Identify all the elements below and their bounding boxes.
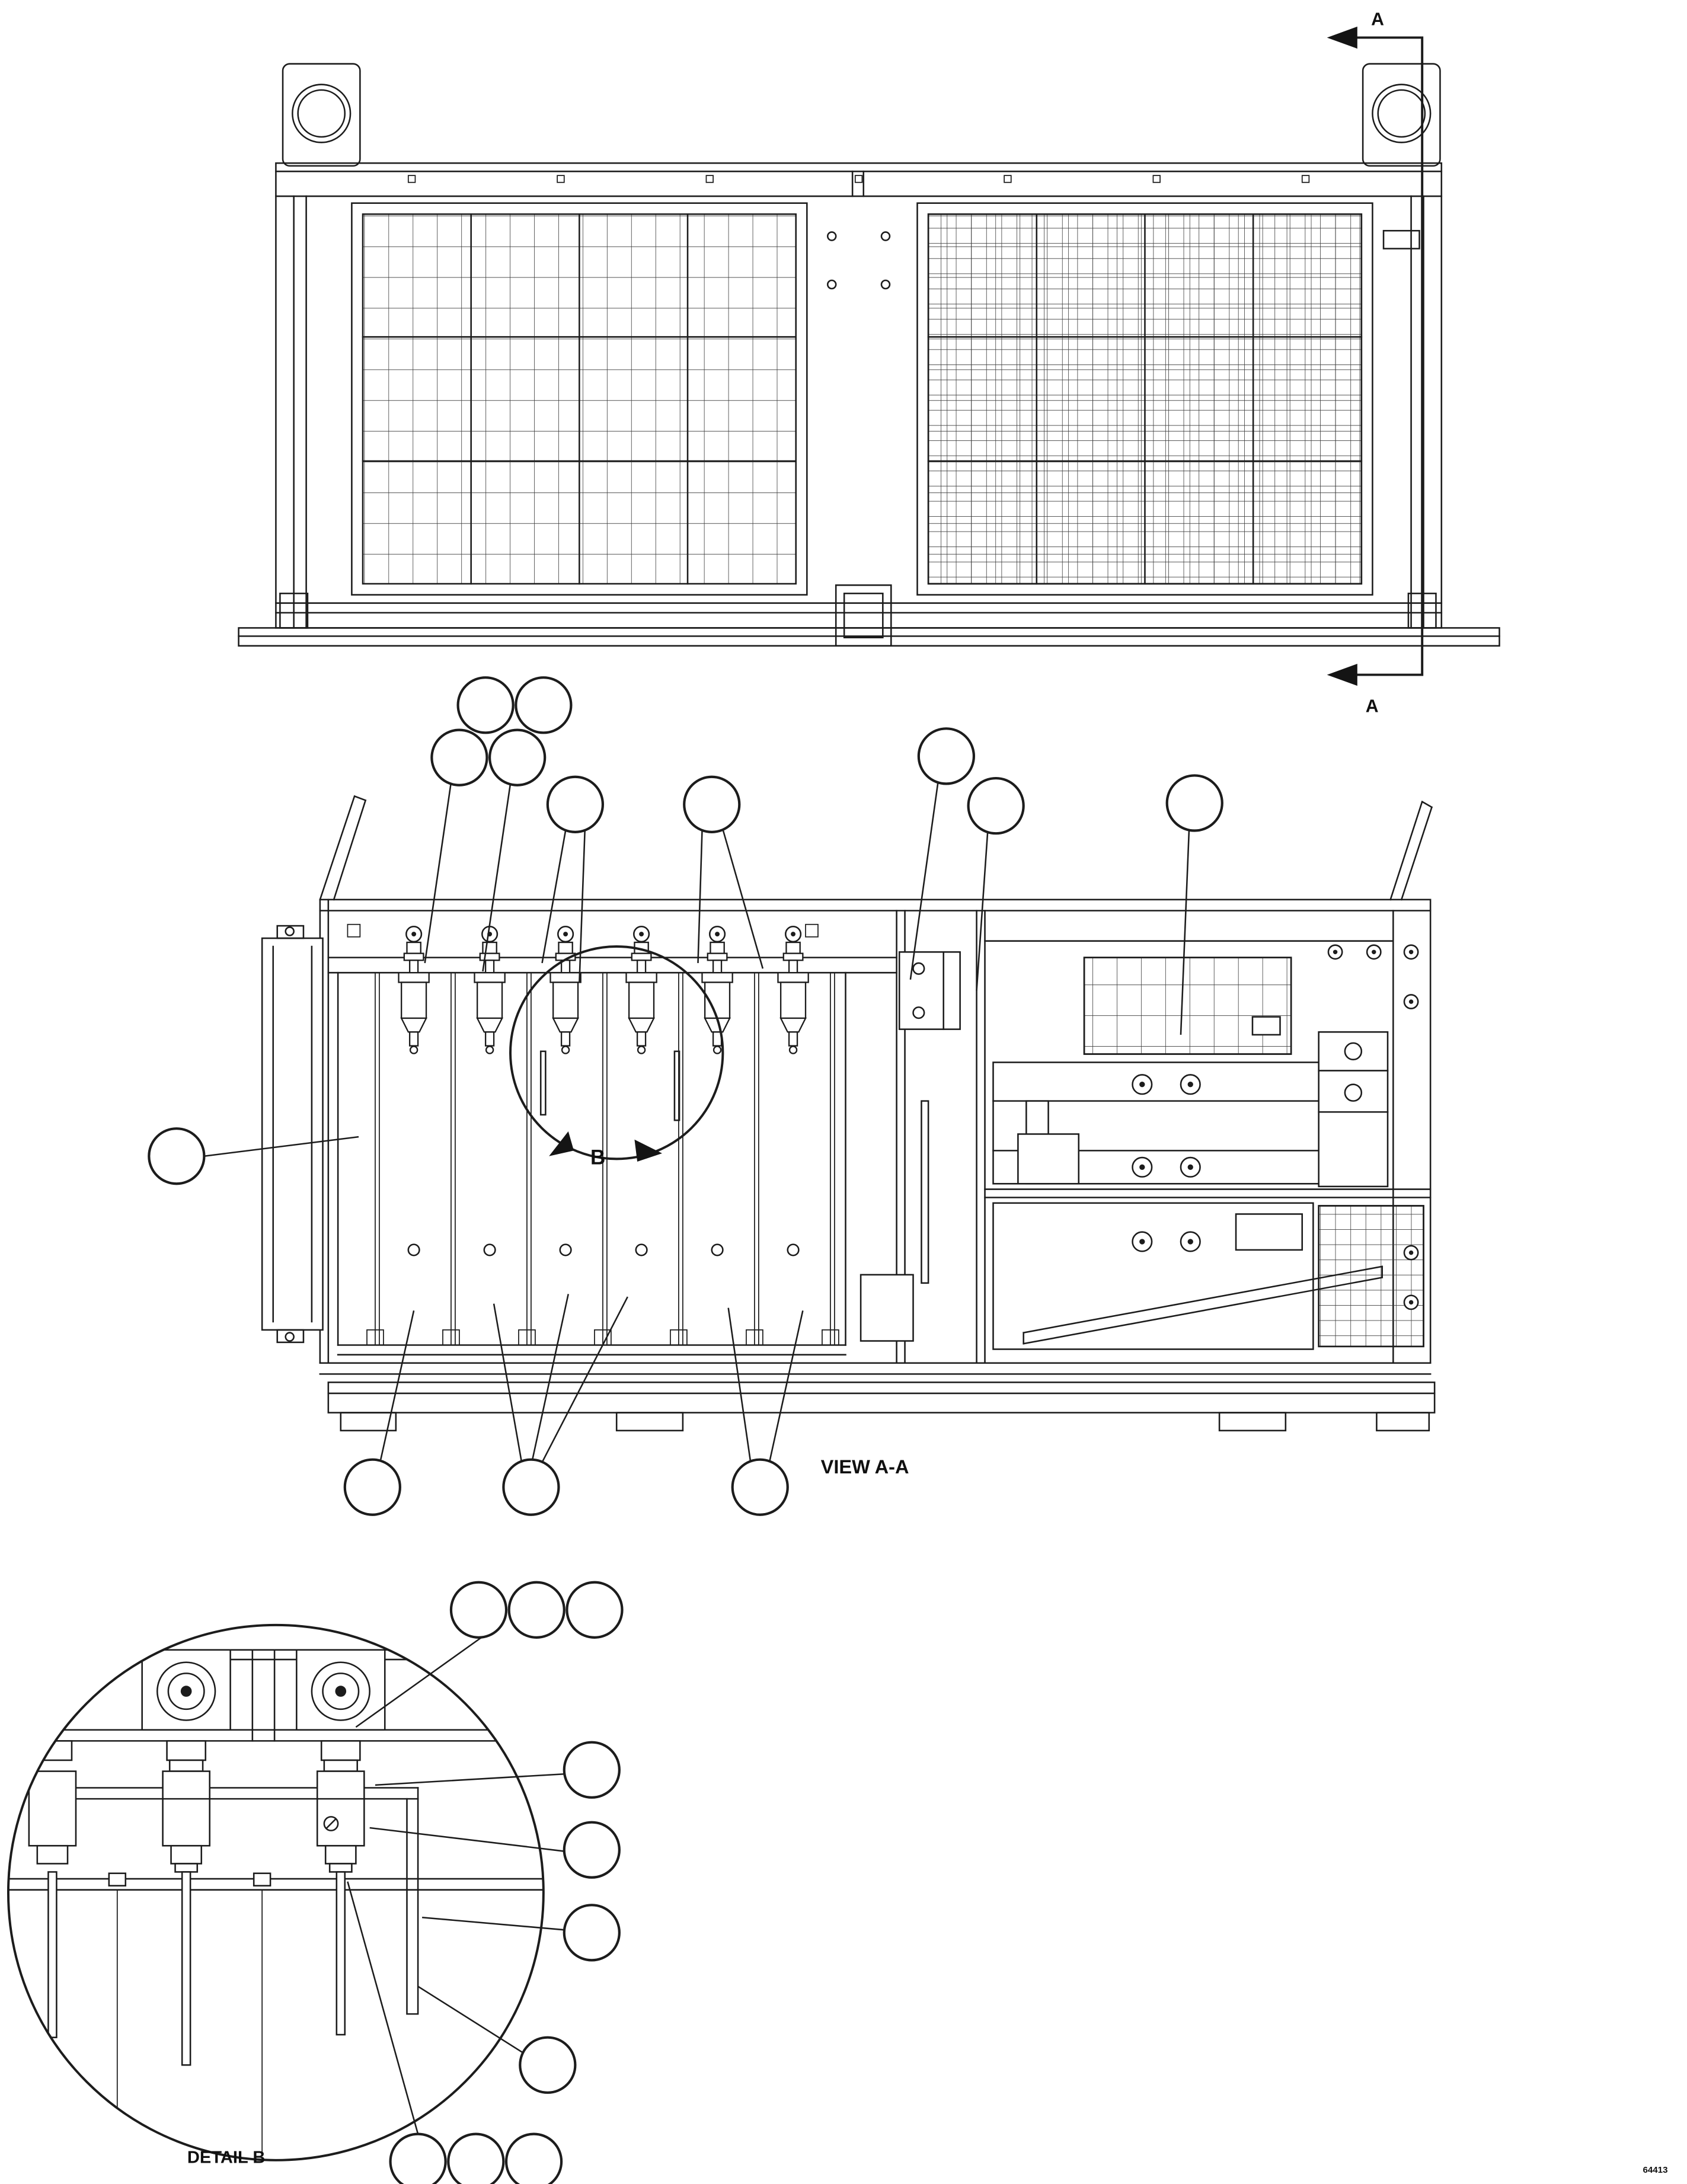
section-cut-indicator: A A: [1327, 10, 1424, 716]
section-label-top: A: [1371, 10, 1384, 30]
callout-balloon: [731, 1458, 789, 1516]
callout-balloon: [967, 776, 1025, 835]
grille-right: [916, 202, 1373, 596]
grille-left: [351, 202, 808, 596]
corner-flap-right: [1389, 800, 1433, 901]
callout-balloon: [343, 1458, 401, 1516]
drop-tube: [539, 1050, 547, 1116]
detail-b-callouts: [347, 1581, 624, 2184]
callout-balloon: [515, 676, 573, 734]
junction-box: [860, 1274, 914, 1342]
drop-tube: [673, 1050, 680, 1121]
corner-clip-left: [279, 592, 309, 629]
callout-balloon: [917, 727, 976, 785]
divider-walls: [896, 910, 986, 1364]
callout-balloon: [430, 728, 488, 786]
detail-b-circle: [7, 1623, 545, 2161]
callout-balloon: [563, 1741, 621, 1799]
engine-compartment: [984, 910, 1432, 1364]
view-a-a-label: VIEW A-A: [821, 1456, 909, 1478]
callout-balloon: [456, 676, 515, 734]
detail-b-boundary: [509, 945, 724, 1160]
level-rod: [921, 1100, 929, 1284]
divider-bracket: [898, 951, 961, 1030]
center-foot: [835, 584, 892, 647]
callout-balloon: [504, 2132, 563, 2184]
callout-balloon: [447, 2132, 505, 2184]
detail-b-view: [7, 1623, 545, 2161]
section-arrow-top-icon: [1327, 26, 1357, 49]
drawing-number: 64413: [1643, 2165, 1667, 2175]
callout-balloon: [563, 1821, 621, 1879]
section-view-a-a: B: [261, 795, 1436, 1432]
elbow-pipe: [406, 1787, 419, 2015]
callout-balloon: [488, 728, 547, 786]
frame-outline: [275, 162, 1443, 629]
callout-balloon: [565, 1581, 624, 1639]
detail-arrow-left-icon: [549, 1131, 574, 1156]
section-label-bottom: A: [1366, 696, 1379, 716]
callout-balloon: [148, 1127, 206, 1185]
skid-base: [319, 1362, 1436, 1432]
section-view-callouts: [148, 676, 1223, 1516]
name-plate: [1382, 229, 1420, 250]
callout-balloon: [546, 775, 605, 833]
detail-marker-label: B: [590, 1146, 605, 1169]
injector-left: [162, 1740, 210, 2066]
callout-balloon: [1165, 774, 1223, 832]
lifting-lug-left: [282, 63, 361, 167]
callout-balloon: [507, 1581, 565, 1639]
corner-flap-left: [319, 795, 367, 901]
callout-balloon: [449, 1581, 508, 1639]
callout-balloon: [502, 1458, 560, 1516]
section-arrow-bottom-icon: [1327, 663, 1357, 686]
callout-balloon: [563, 1904, 621, 1962]
detail-arrow-right-icon: [634, 1139, 662, 1162]
callout-balloon: [389, 2132, 447, 2184]
center-mullion: [826, 231, 891, 290]
injector-right: [316, 1740, 365, 2036]
front-view: [238, 63, 1500, 647]
lifting-lug-right: [1362, 63, 1441, 167]
detail-b-label: DETAIL B: [187, 2148, 265, 2167]
callout-balloon: [519, 2036, 577, 2094]
pipe: [1023, 1265, 1384, 1345]
rail-fittings: [405, 925, 802, 943]
side-tank: [261, 925, 324, 1344]
callout-balloon: [683, 775, 741, 833]
